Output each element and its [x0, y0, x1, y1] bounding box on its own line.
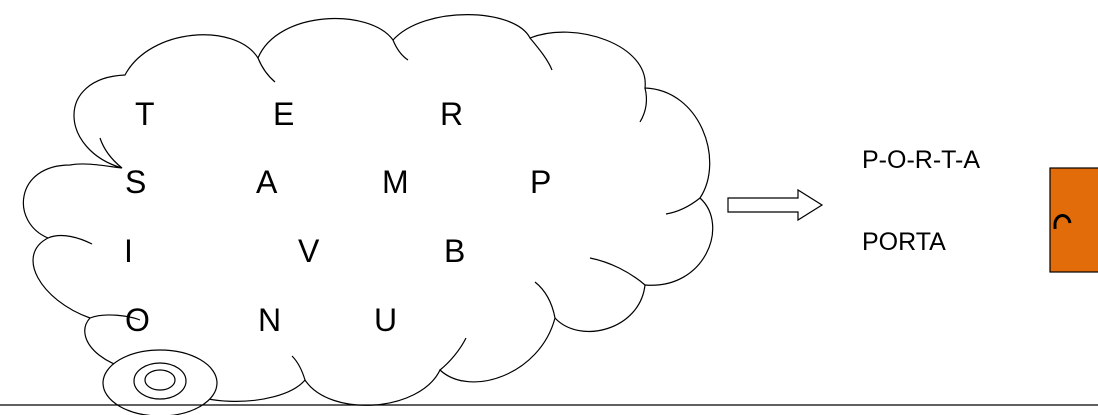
- letter-p: P: [530, 164, 551, 200]
- cloud-letters: T E R S A M P I V B O N U: [124, 96, 551, 338]
- letter-t: T: [135, 96, 155, 132]
- letter-m: M: [382, 164, 409, 200]
- word-joined: PORTA: [862, 228, 946, 256]
- cloud-outline: [22, 14, 714, 406]
- right-arrow-icon: [727, 188, 824, 222]
- letter-v: V: [298, 233, 320, 269]
- letter-a: A: [256, 164, 278, 200]
- thought-bubble-tail: [102, 349, 218, 415]
- letter-s: S: [125, 164, 146, 200]
- tail-oval-inner: [144, 369, 176, 391]
- letter-e: E: [273, 96, 294, 132]
- letter-n: N: [258, 302, 281, 338]
- letter-u: U: [374, 302, 397, 338]
- word-hyphenated: P-O-R-T-A: [862, 146, 980, 174]
- letter-r: R: [440, 96, 463, 132]
- thought-cloud: [22, 14, 714, 406]
- door-handle: [1053, 214, 1072, 224]
- letter-o: O: [125, 302, 150, 338]
- door-panel: [1049, 167, 1098, 273]
- letter-i: I: [124, 233, 133, 269]
- letter-b: B: [444, 233, 465, 269]
- door-icon: [1049, 167, 1098, 273]
